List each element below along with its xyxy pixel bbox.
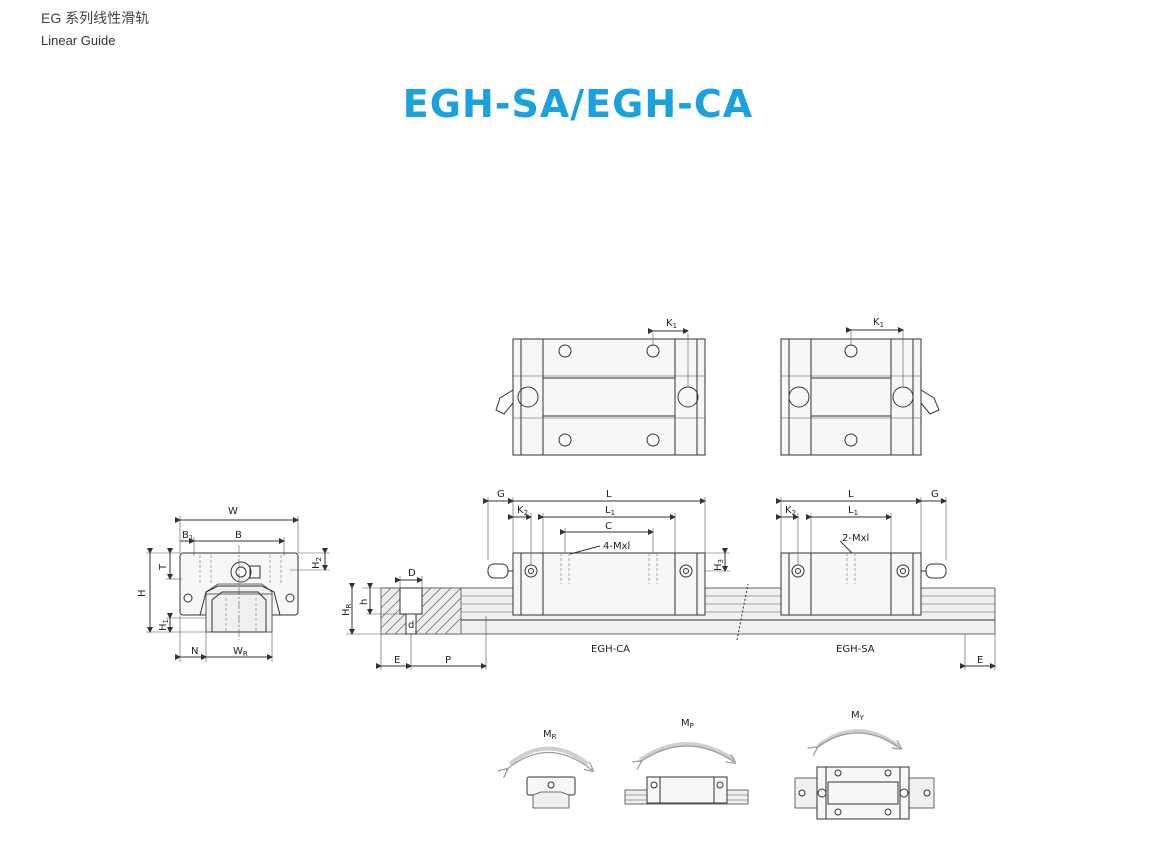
side-view: G L K2 L1 C 4-Mxl H3 L G K2 L1 2-Mxl D — [341, 489, 996, 670]
dim-g-label: G — [497, 489, 505, 500]
dim-e-label: E — [394, 655, 400, 666]
dim-2mxl-label: 2-Mxl — [842, 533, 869, 544]
label-egh-ca: EGH-CA — [591, 644, 630, 655]
dim-k1-label: K1 — [873, 317, 884, 329]
dim-k2-label: K2 — [517, 505, 528, 517]
dim-hr-label: HR — [341, 603, 353, 616]
label-egh-sa: EGH-SA — [836, 644, 875, 655]
moment-mp-label: MP — [681, 718, 694, 730]
end-view: W B1 B H T H1 H2 N WR — [137, 506, 330, 662]
dim-c-label: C — [605, 521, 612, 532]
dim-p-label: P — [445, 655, 451, 666]
dim-wr-label: WR — [233, 646, 248, 658]
dim-h1-label: H1 — [158, 619, 170, 631]
dim-k2-label: K2 — [785, 505, 796, 517]
moment-my-label: MY — [851, 710, 865, 722]
dim-e-label: E — [977, 655, 983, 666]
dim-small-d-label: d — [408, 620, 414, 631]
dim-h2-label: H2 — [311, 557, 323, 569]
moment-mp: MP — [624, 718, 749, 805]
dim-k1-label: K1 — [666, 318, 677, 330]
page-title: EGH-SA/EGH-CA — [402, 82, 754, 126]
moment-my: MY — [794, 710, 935, 820]
dim-t-label: T — [158, 563, 169, 571]
dim-h3-label: H3 — [713, 559, 725, 571]
moment-mr: MR — [506, 729, 592, 809]
dim-w-label: W — [228, 506, 238, 517]
dim-h-small-label: h — [359, 599, 370, 605]
dim-g-label: G — [931, 489, 939, 500]
dim-l1-label: L1 — [848, 505, 858, 517]
top-view-ca: K1 — [495, 318, 706, 456]
top-view-sa: K1 — [780, 317, 940, 456]
dim-b1-label: B1 — [182, 530, 193, 542]
dim-d-label: D — [408, 568, 416, 579]
dim-b-label: B — [235, 530, 242, 541]
dim-l-label: L — [606, 489, 612, 500]
moment-mr-label: MR — [543, 729, 557, 741]
series-name-cn: EG 系列线性滑轨 — [41, 10, 150, 26]
dim-4mxl-label: 4-Mxl — [603, 541, 630, 552]
dim-h-label: H — [137, 589, 148, 597]
dim-l-label: L — [848, 489, 854, 500]
dim-l1-label: L1 — [605, 505, 615, 517]
series-name-en: Linear Guide — [41, 33, 116, 48]
dim-n-label: N — [191, 646, 198, 657]
